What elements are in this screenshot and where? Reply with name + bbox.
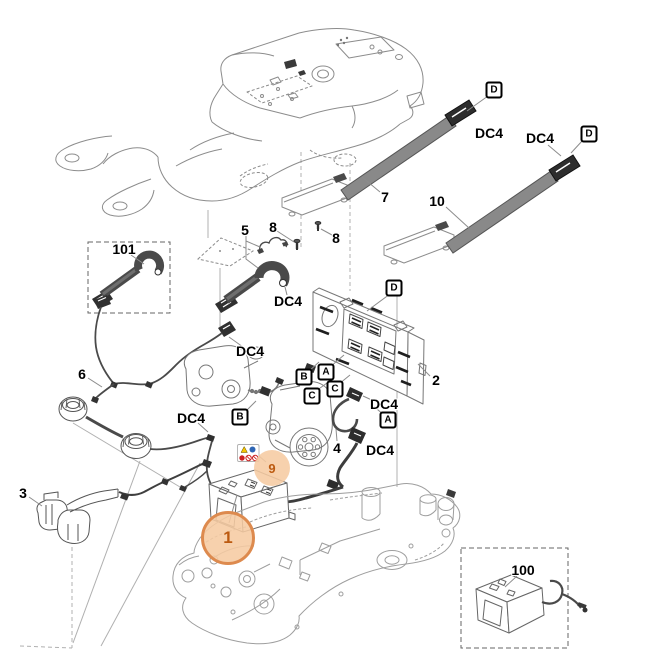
- ribbon-cable-7: [340, 115, 457, 201]
- letter-b-lower: B: [231, 408, 249, 426]
- part-3[interactable]: 3: [19, 485, 27, 501]
- box-100: [460, 547, 588, 649]
- part-10[interactable]: 10: [429, 193, 445, 209]
- harness-6: [58, 295, 248, 514]
- battery-safety-label: [237, 444, 260, 462]
- letter-d-cable10: D: [580, 125, 598, 143]
- part-100[interactable]: 100: [511, 562, 535, 578]
- screw-8-left: [293, 238, 301, 250]
- mower-body-top: [55, 28, 425, 217]
- no-fire-icon: [239, 455, 245, 461]
- part-8-right[interactable]: 8: [332, 230, 340, 246]
- chassis-bottom: [172, 483, 461, 645]
- dc4-harness-lower: DC4: [176, 410, 206, 426]
- board-pins: [315, 298, 412, 387]
- letter-c-left: C: [303, 387, 321, 405]
- screw-8-right: [314, 221, 322, 231]
- letter-a-upper: A: [317, 363, 335, 381]
- ribbon-cable-dc4: [254, 261, 290, 287]
- part-7[interactable]: 7: [381, 189, 389, 205]
- leader-lines: [28, 95, 584, 588]
- dc4-cable10: DC4: [525, 130, 555, 146]
- bracket-3: [36, 459, 212, 544]
- cable-10-assembly: [383, 154, 581, 265]
- cable-7-clip: [444, 99, 477, 127]
- dashed-frame-101: [87, 241, 171, 314]
- part-5[interactable]: 5: [241, 222, 249, 238]
- pos-9-highlight[interactable]: 9: [254, 450, 290, 486]
- motor-left: [183, 345, 284, 407]
- no-crush-icon: [245, 454, 252, 462]
- letter-d-board: D: [385, 279, 403, 297]
- ribbon-cable-10: [445, 170, 559, 254]
- letter-d-cable7: D: [485, 81, 503, 99]
- harness-end-connector: [218, 321, 236, 337]
- read-manual-icon: [249, 446, 256, 453]
- part-101[interactable]: 101: [112, 241, 136, 257]
- speaker-dots-icon: [336, 36, 349, 47]
- part-2[interactable]: 2: [432, 372, 440, 388]
- dashed-frame-100: [460, 547, 569, 649]
- letter-c-right: C: [326, 380, 344, 398]
- mounting-plate: [196, 237, 255, 267]
- sensor-cap-right: [120, 433, 152, 459]
- control-board-2: [312, 287, 427, 405]
- part-6[interactable]: 6: [78, 366, 86, 382]
- sensor-cap-left: [58, 396, 88, 422]
- dc4-harness-upper: DC4: [235, 343, 265, 359]
- dc4-cable4-upper: DC4: [369, 396, 399, 412]
- letter-b-upper: B: [295, 368, 313, 386]
- wire-5: [259, 236, 288, 254]
- wheel-motor-right: [437, 489, 456, 538]
- part-5-group: [196, 221, 322, 313]
- dc4-part5: DC4: [273, 293, 303, 309]
- board-connector-blocks: [347, 313, 396, 370]
- warning-triangle-icon: [240, 445, 248, 453]
- part-8-left[interactable]: 8: [269, 219, 277, 235]
- pos-1-highlight[interactable]: 1: [201, 511, 255, 565]
- part-4[interactable]: 4: [333, 440, 341, 456]
- letter-a-lower: A: [379, 411, 397, 429]
- dc4-cable7: DC4: [474, 125, 504, 141]
- cable-10-clip: [548, 154, 581, 182]
- cable-7-assembly: [281, 99, 477, 217]
- dc4-cable4-lower: DC4: [365, 442, 395, 458]
